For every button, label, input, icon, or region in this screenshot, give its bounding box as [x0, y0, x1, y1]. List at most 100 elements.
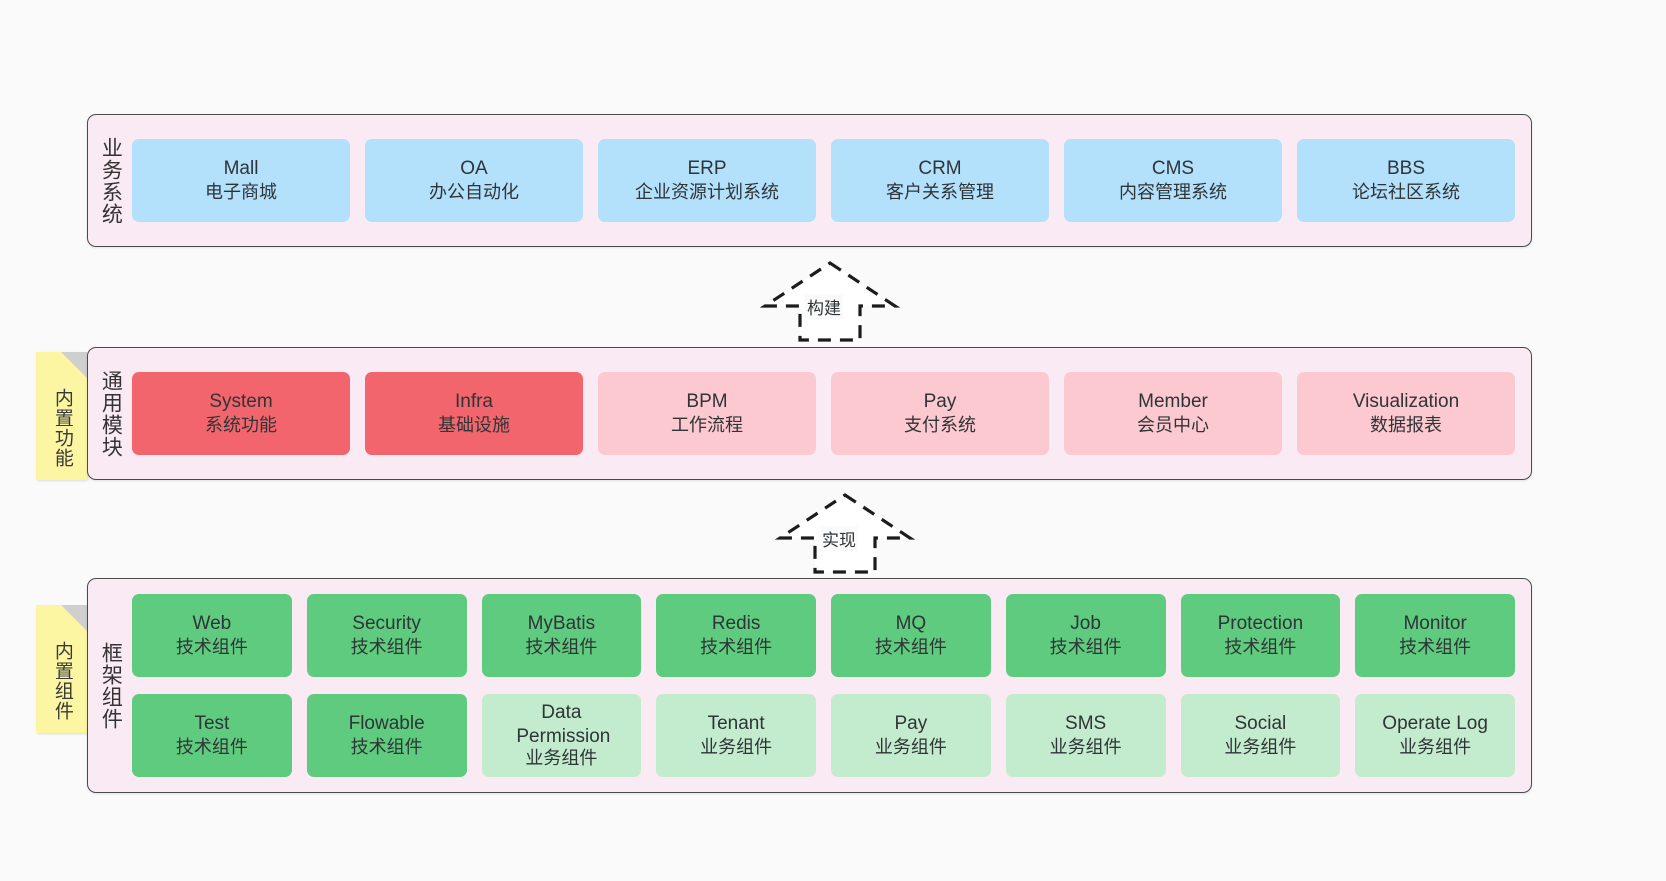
card-subtitle: 基础设施 [438, 415, 510, 436]
card-erp[interactable]: ERP 企业资源计划系统 [598, 139, 816, 222]
card-title: Protection [1217, 612, 1304, 634]
card-title: CRM [918, 157, 962, 179]
card-title: Data Permission [516, 702, 611, 747]
sticky-note-label: 内置功能 [51, 388, 73, 468]
card-title: Job [1070, 612, 1101, 634]
card-subtitle: 业务组件 [525, 747, 598, 768]
card-subtitle: 业务组件 [874, 737, 947, 758]
card-pay-module[interactable]: Pay 支付系统 [831, 372, 1049, 455]
card-title: Monitor [1403, 612, 1467, 634]
sticky-fold-corner-icon [61, 605, 87, 631]
card-subtitle: 工作流程 [671, 415, 743, 436]
card-title: ERP [687, 157, 727, 179]
layer-framework-label: 框架组件 [99, 641, 123, 730]
layer-common-modules: 通用模块 System 系统功能 Infra 基础设施 BPM 工作流程 Pay… [87, 347, 1532, 480]
card-title: SMS [1065, 712, 1107, 734]
card-subtitle: 内容管理系统 [1119, 182, 1227, 203]
business-card-row: Mall 电子商城 OA 办公自动化 ERP 企业资源计划系统 CRM 客户关系… [132, 139, 1515, 222]
card-title: Web [192, 612, 232, 634]
card-bpm[interactable]: BPM 工作流程 [598, 372, 816, 455]
card-member[interactable]: Member 会员中心 [1064, 372, 1282, 455]
card-subtitle: 技术组件 [1049, 637, 1122, 658]
card-test[interactable]: Test 技术组件 [132, 694, 292, 777]
card-security[interactable]: Security 技术组件 [306, 594, 467, 677]
card-subtitle: 技术组件 [175, 637, 248, 658]
card-title: Redis [711, 612, 761, 634]
card-mall[interactable]: Mall 电子商城 [132, 139, 350, 222]
card-data-permission[interactable]: Data Permission 业务组件 [481, 694, 642, 777]
card-title: MyBatis [527, 612, 596, 634]
card-subtitle: 论坛社区系统 [1352, 182, 1460, 203]
card-visualization[interactable]: Visualization 数据报表 [1297, 372, 1515, 455]
card-subtitle: 业务组件 [1049, 737, 1122, 758]
card-title: Infra [454, 390, 494, 412]
card-subtitle: 技术组件 [350, 637, 423, 658]
card-infra[interactable]: Infra 基础设施 [365, 372, 583, 455]
card-subtitle: 业务组件 [700, 737, 773, 758]
arrow-build-label: 构建 [805, 294, 843, 319]
card-protection[interactable]: Protection 技术组件 [1180, 594, 1341, 677]
card-mybatis[interactable]: MyBatis 技术组件 [481, 594, 642, 677]
arrow-implement: 实现 [770, 490, 920, 576]
card-bbs[interactable]: BBS 论坛社区系统 [1297, 139, 1515, 222]
card-subtitle: 企业资源计划系统 [635, 182, 779, 203]
card-title: Pay [923, 390, 957, 412]
card-subtitle: 数据报表 [1370, 415, 1442, 436]
card-subtitle: 技术组件 [874, 637, 947, 658]
card-redis[interactable]: Redis 技术组件 [656, 594, 816, 677]
framework-tech-row: Web 技术组件 Security 技术组件 MyBatis 技术组件 Redi… [132, 594, 1515, 677]
layer-modules-label: 通用模块 [99, 369, 123, 458]
card-subtitle: 支付系统 [904, 415, 976, 436]
card-web[interactable]: Web 技术组件 [132, 594, 292, 677]
arrow-build: 构建 [755, 258, 905, 344]
card-title: Pay [894, 712, 928, 734]
card-title: Flowable [348, 712, 425, 734]
card-title: MQ [895, 612, 927, 634]
layer-framework-components: 框架组件 Web 技术组件 Security 技术组件 MyBatis 技术组件… [87, 578, 1532, 793]
card-tenant[interactable]: Tenant 业务组件 [656, 694, 816, 777]
sticky-note-builtin-components: 内置组件 [36, 605, 87, 733]
card-subtitle: 系统功能 [205, 415, 277, 436]
sticky-note-builtin-features: 内置功能 [36, 352, 87, 480]
card-cms[interactable]: CMS 内容管理系统 [1064, 139, 1282, 222]
sticky-fold-corner-icon [61, 352, 87, 378]
card-job[interactable]: Job 技术组件 [1005, 594, 1166, 677]
card-subtitle: 办公自动化 [429, 182, 519, 203]
card-monitor[interactable]: Monitor 技术组件 [1355, 594, 1515, 677]
card-subtitle: 技术组件 [525, 637, 598, 658]
card-title: Security [352, 612, 421, 634]
card-title: System [209, 390, 273, 412]
card-title: Tenant [707, 712, 765, 734]
layer-business-systems: 业务系统 Mall 电子商城 OA 办公自动化 ERP 企业资源计划系统 CRM… [87, 114, 1532, 247]
card-subtitle: 技术组件 [175, 737, 248, 758]
card-title: Social [1234, 712, 1287, 734]
card-flowable[interactable]: Flowable 技术组件 [306, 694, 467, 777]
card-sms[interactable]: SMS 业务组件 [1005, 694, 1166, 777]
card-title: Test [194, 712, 230, 734]
card-title: OA [460, 157, 488, 179]
card-subtitle: 电子商城 [205, 182, 277, 203]
card-crm[interactable]: CRM 客户关系管理 [831, 139, 1049, 222]
card-title: BBS [1386, 157, 1426, 179]
card-title: Visualization [1352, 390, 1460, 412]
card-subtitle: 业务组件 [1399, 737, 1472, 758]
card-subtitle: 业务组件 [1224, 737, 1297, 758]
arrow-implement-label: 实现 [820, 526, 858, 551]
sticky-note-label: 内置组件 [51, 641, 73, 721]
card-social[interactable]: Social 业务组件 [1180, 694, 1341, 777]
card-subtitle: 技术组件 [700, 637, 773, 658]
card-title: Member [1138, 390, 1208, 412]
card-pay-component[interactable]: Pay 业务组件 [831, 694, 991, 777]
card-subtitle: 会员中心 [1137, 415, 1209, 436]
card-subtitle: 技术组件 [1399, 637, 1472, 658]
card-title: Operate Log [1382, 712, 1488, 734]
card-system[interactable]: System 系统功能 [132, 372, 350, 455]
card-mq[interactable]: MQ 技术组件 [831, 594, 991, 677]
card-title: Mall [223, 157, 259, 179]
card-operate-log[interactable]: Operate Log 业务组件 [1355, 694, 1515, 777]
layer-business-label: 业务系统 [99, 136, 123, 225]
modules-card-row: System 系统功能 Infra 基础设施 BPM 工作流程 Pay 支付系统… [132, 372, 1515, 455]
card-title: BPM [686, 390, 728, 412]
card-subtitle: 技术组件 [1224, 637, 1297, 658]
card-oa[interactable]: OA 办公自动化 [365, 139, 583, 222]
